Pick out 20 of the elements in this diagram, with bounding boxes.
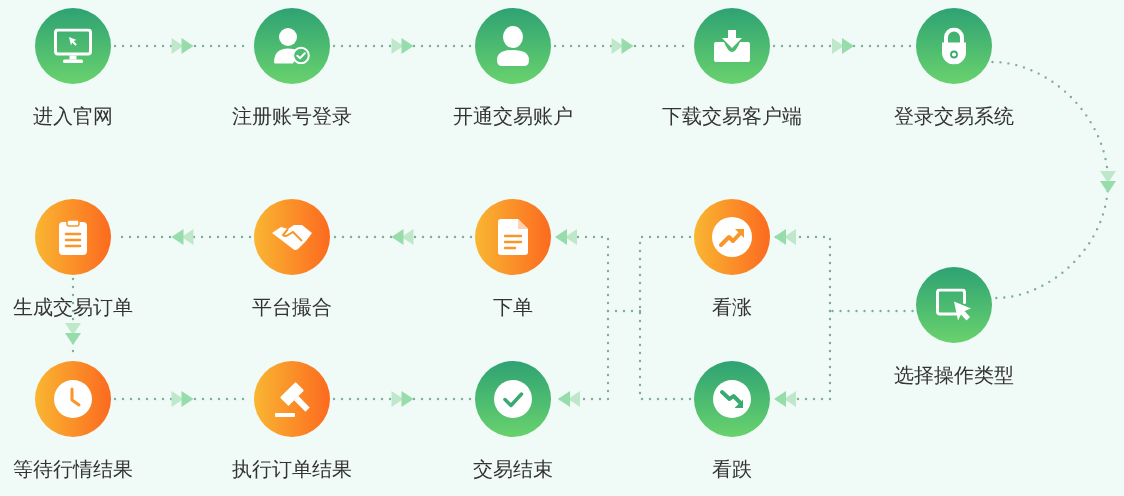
step-label: 注册账号登录 (232, 104, 352, 128)
step-label: 生成交易订单 (13, 295, 133, 319)
step-label: 等待行情结果 (13, 457, 133, 481)
dotted-arrow (332, 229, 473, 245)
dotted-arrow (772, 38, 914, 54)
dotted-arrow (772, 309, 832, 407)
step-label: 平台撮合 (252, 295, 332, 319)
step-label: 下载交易客户端 (662, 104, 802, 128)
dotted-arrow (332, 38, 473, 54)
dotted-arrow (991, 60, 1116, 300)
step-label: 下单 (493, 295, 533, 319)
dotted-arrow (332, 391, 473, 407)
step-label: 进入官网 (33, 104, 113, 128)
step-label: 看跌 (712, 457, 752, 481)
step-label: 选择操作类型 (894, 363, 1014, 387)
step-label: 看涨 (712, 295, 752, 319)
step-label: 执行订单结果 (232, 457, 352, 481)
step-label: 交易结束 (473, 457, 553, 481)
step-label: 登录交易系统 (894, 104, 1014, 128)
step-label: 开通交易账户 (453, 104, 573, 128)
